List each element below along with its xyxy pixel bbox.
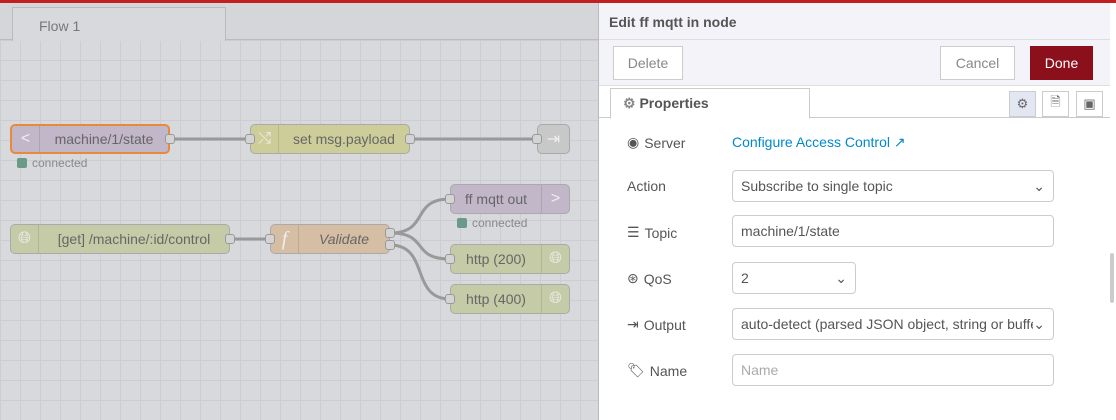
- mqtt-icon: >: [541, 185, 569, 213]
- output-label: ⇥Output: [627, 316, 686, 333]
- output-port[interactable]: [165, 134, 175, 144]
- action-select[interactable]: Subscribe to single topic⌄: [732, 170, 1054, 202]
- input-port[interactable]: [245, 134, 255, 144]
- tray-toolbar: Delete Cancel Done: [599, 40, 1110, 86]
- link-out-node[interactable]: ⇥: [537, 124, 570, 154]
- tray-tabs: ⚙ Properties ⚙ 🗎︎ ▣: [599, 86, 1110, 119]
- chevron-down-icon: ⌄: [1033, 315, 1045, 332]
- output-port[interactable]: [385, 228, 395, 238]
- sign-out-icon: ⇥: [627, 316, 639, 332]
- asterisk-icon: ⊛: [627, 270, 639, 286]
- tab-properties[interactable]: ⚙ Properties: [610, 88, 810, 119]
- globe-icon: ◉: [627, 134, 640, 150]
- action-label: Action: [627, 178, 666, 194]
- wires: [170, 137, 537, 301]
- chevron-down-icon: ⌄: [1033, 177, 1045, 194]
- input-port[interactable]: [265, 234, 275, 244]
- input-port[interactable]: [445, 294, 455, 304]
- http-response-200-node[interactable]: http (200)🌐︎: [450, 244, 570, 274]
- tray-scrollbar[interactable]: [1110, 3, 1116, 420]
- gear-icon: ⚙: [623, 95, 636, 111]
- topic-input[interactable]: machine/1/state: [732, 215, 1054, 247]
- tray-title: Edit ff mqtt in node: [599, 3, 1110, 40]
- workspace-tabs: Flow 1: [0, 3, 598, 41]
- cancel-button[interactable]: Cancel: [940, 46, 1015, 80]
- node-status: connected: [457, 216, 527, 230]
- qos-select[interactable]: 2⌄: [732, 262, 856, 294]
- output-port[interactable]: [225, 234, 235, 244]
- done-button[interactable]: Done: [1030, 46, 1093, 80]
- description-view-button[interactable]: 🗎︎: [1042, 91, 1069, 117]
- input-port[interactable]: [532, 134, 542, 144]
- server-row: ◉Server: [627, 134, 686, 151]
- function-icon: f: [271, 225, 299, 253]
- mqtt-out-node[interactable]: ff mqtt out>: [450, 184, 570, 214]
- top-accent-bar: [0, 0, 1116, 3]
- input-port[interactable]: [445, 254, 455, 264]
- change-node[interactable]: ⤭set msg.payload: [250, 124, 410, 154]
- wire: [389, 197, 451, 235]
- name-label: 🏷︎Name: [627, 362, 688, 379]
- shuffle-icon: ⤭: [251, 125, 279, 153]
- file-text-icon: 🗎︎: [1050, 94, 1061, 109]
- wire: [389, 231, 451, 261]
- tasks-icon: ☰: [627, 224, 640, 240]
- flow-canvas[interactable]: Flow 1 <machine/1/state connected ⤭set m…: [0, 3, 598, 420]
- mqtt-icon: <: [12, 126, 40, 152]
- globe-icon: 🌐︎: [541, 285, 569, 313]
- link-out-icon: ⇥: [546, 131, 561, 148]
- globe-icon: 🌐︎: [541, 245, 569, 273]
- tag-icon: 🏷︎: [627, 362, 645, 378]
- qos-label: ⊛QoS: [627, 270, 672, 287]
- http-response-400-node[interactable]: http (400)🌐︎: [450, 284, 570, 314]
- globe-icon: 🌐︎: [11, 225, 39, 253]
- wire: [389, 243, 451, 301]
- edit-tray: Edit ff mqtt in node Delete Cancel Done …: [598, 3, 1110, 420]
- appearance-view-button[interactable]: ▣: [1076, 91, 1103, 117]
- topic-label: ☰Topic: [627, 224, 678, 241]
- output-port[interactable]: [405, 134, 415, 144]
- chevron-down-icon: ⌄: [835, 269, 847, 286]
- node-status: connected: [17, 156, 87, 170]
- gear-icon: ⚙: [1016, 96, 1029, 111]
- output-port[interactable]: [385, 240, 395, 250]
- name-input[interactable]: Name: [732, 354, 1054, 386]
- configure-access-control-link[interactable]: Configure Access Control ↗: [732, 134, 906, 150]
- input-port[interactable]: [445, 194, 455, 204]
- object-group-icon: ▣: [1083, 96, 1096, 111]
- external-link-icon: ↗: [893, 134, 906, 150]
- http-in-node[interactable]: 🌐︎[get] /machine/:id/control: [10, 224, 230, 254]
- delete-button[interactable]: Delete: [613, 46, 683, 80]
- properties-view-button[interactable]: ⚙: [1009, 91, 1036, 117]
- tab-flow-1[interactable]: Flow 1: [12, 7, 226, 41]
- mqtt-in-node[interactable]: <machine/1/state: [10, 124, 170, 154]
- output-select[interactable]: auto-detect (parsed JSON object, string …: [732, 308, 1054, 340]
